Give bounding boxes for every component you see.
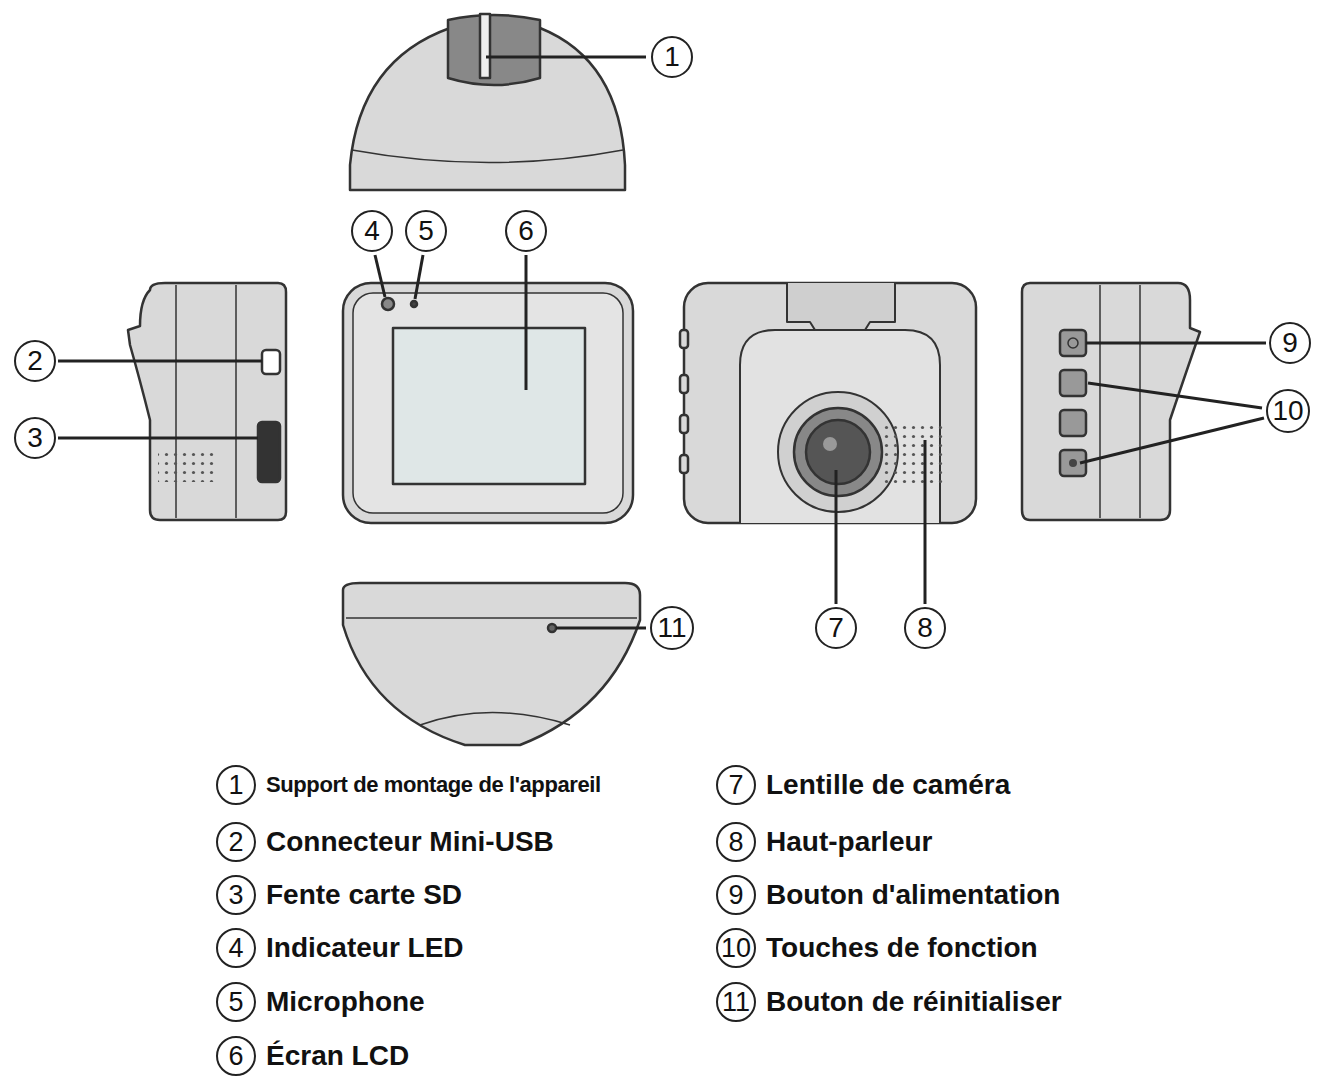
leader-lines [58, 57, 1266, 628]
callout-text: 6 [518, 217, 534, 245]
front-view [343, 283, 633, 523]
legend-item: 8 Haut-parleur [716, 822, 932, 862]
callout-number: 4 [216, 928, 256, 968]
callout-number: 7 [716, 765, 756, 805]
callout-text: 11 [657, 614, 686, 642]
callout-text: 5 [418, 217, 434, 245]
callout-text: 8 [917, 614, 933, 642]
legend-item: 1 Support de montage de l'appareil [216, 765, 601, 805]
part-name: Support de montage de l'appareil [266, 773, 601, 797]
callout-text: 9 [1282, 329, 1298, 357]
callout-number: 5 [405, 210, 447, 252]
function-button [1060, 410, 1086, 436]
callout-number: 11 [716, 982, 756, 1022]
part-name: Bouton de réinitialiser [766, 987, 1062, 1018]
bottom-view [343, 583, 640, 745]
callout-number: 4 [351, 210, 393, 252]
callout-number: 1 [216, 765, 256, 805]
callout-text: 1 [664, 43, 680, 71]
mount-bracket [448, 15, 540, 85]
sd-card-slot [258, 422, 280, 482]
legend-item: 10 Touches de fonction [716, 928, 1038, 968]
callout-number: 3 [14, 417, 56, 459]
part-name: Indicateur LED [266, 933, 464, 964]
part-name: Écran LCD [266, 1041, 409, 1072]
left-side-view [128, 283, 286, 520]
reset-hole [548, 624, 556, 632]
callout-text: 7 [828, 614, 844, 642]
lcd-screen [393, 328, 585, 484]
mount-tab [787, 283, 895, 330]
callout-number: 8 [904, 607, 946, 649]
callout-number: 2 [14, 340, 56, 382]
legend-item: 6 Écran LCD [216, 1036, 409, 1076]
legend-item: 5 Microphone [216, 982, 425, 1022]
right-side-view [1022, 283, 1200, 520]
callout-number: 9 [1269, 322, 1311, 364]
legend-item: 3 Fente carte SD [216, 875, 462, 915]
callout-number: 2 [216, 822, 256, 862]
part-name: Fente carte SD [266, 880, 462, 911]
legend-item: 9 Bouton d'alimentation [716, 875, 1060, 915]
part-name: Haut-parleur [766, 827, 932, 858]
legend-item: 7 Lentille de caméra [716, 765, 1010, 805]
callout-number: 7 [815, 607, 857, 649]
callout-number: 5 [216, 982, 256, 1022]
part-name: Bouton d'alimentation [766, 880, 1060, 911]
part-name: Microphone [266, 987, 425, 1018]
legend-item: 2 Connecteur Mini-USB [216, 822, 554, 862]
power-button [1060, 330, 1086, 356]
callout-number: 11 [650, 606, 694, 650]
mini-usb-port [262, 350, 280, 374]
lens-housing [778, 392, 898, 512]
part-name: Connecteur Mini-USB [266, 827, 554, 858]
led-indicator [382, 298, 394, 310]
callout-text: 3 [27, 424, 43, 452]
part-name: Lentille de caméra [766, 770, 1010, 801]
callout-number: 6 [216, 1036, 256, 1076]
legend-item: 4 Indicateur LED [216, 928, 464, 968]
function-button [1060, 370, 1086, 396]
callout-number: 10 [716, 928, 756, 968]
legend-item: 11 Bouton de réinitialiser [716, 982, 1062, 1022]
callout-text: 10 [1272, 397, 1303, 425]
callout-number: 1 [651, 36, 693, 78]
camera-lens [794, 408, 882, 496]
callout-text: 2 [27, 347, 43, 375]
callout-number: 9 [716, 875, 756, 915]
callout-number: 10 [1266, 389, 1310, 433]
callout-text: 4 [364, 217, 380, 245]
speaker-grille [882, 425, 946, 483]
callout-number: 6 [505, 210, 547, 252]
callout-number: 3 [216, 875, 256, 915]
part-name: Touches de fonction [766, 933, 1038, 964]
back-view [684, 283, 976, 523]
callout-number: 8 [716, 822, 756, 862]
microphone-hole [411, 301, 417, 307]
